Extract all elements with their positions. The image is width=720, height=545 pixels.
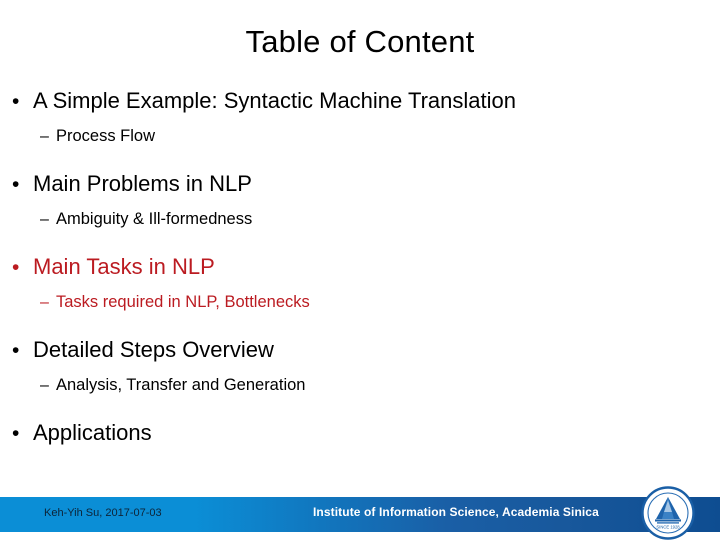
outline-item-level1[interactable]: • Main Problems in NLP [0,169,720,200]
outline-item-level1[interactable]: • Detailed Steps Overview [0,335,720,366]
outline-item-level2[interactable]: – Ambiguity & Ill-formedness [0,207,720,232]
dash-icon: – [40,377,49,394]
logo-caption-text: SINCE 1928 [656,525,680,530]
bullet-icon: • [12,422,20,445]
outline-group: • A Simple Example: Syntactic Machine Tr… [0,86,720,149]
footer-author-date: Keh-Yih Su, 2017-07-03 [44,507,162,519]
dash-icon: – [40,128,49,145]
outline-item-level2[interactable]: – Process Flow [0,124,720,149]
outline-item-level1-label: A Simple Example: Syntactic Machine Tran… [33,88,517,113]
bullet-icon: • [12,256,20,279]
bullet-icon: • [12,90,20,113]
outline-item-level2-label: Ambiguity & Ill-formedness [56,210,253,228]
outline-group-highlighted: • Main Tasks in NLP – Tasks required in … [0,252,720,315]
bullet-icon: • [12,173,20,196]
outline-item-level2-label: Process Flow [56,127,156,145]
footer-institute-label: Institute of Information Science, Academ… [313,505,599,519]
outline-item-level1-label: Main Problems in NLP [33,171,252,196]
dash-icon: – [40,211,49,228]
outline-item-level1[interactable]: • Main Tasks in NLP [0,252,720,283]
outline-list: • A Simple Example: Syntactic Machine Tr… [0,86,720,469]
outline-item-level1[interactable]: • A Simple Example: Syntactic Machine Tr… [0,86,720,117]
page-title: Table of Content [245,24,475,59]
outline-item-level1-label: Main Tasks in NLP [33,254,215,279]
outline-group: • Main Problems in NLP – Ambiguity & Ill… [0,169,720,232]
outline-item-level2-label: Analysis, Transfer and Generation [56,376,306,394]
outline-item-level2-label: Tasks required in NLP, Bottlenecks [56,293,310,311]
outline-item-level2[interactable]: – Analysis, Transfer and Generation [0,373,720,398]
footer-bar [0,497,720,532]
dash-icon: – [40,294,49,311]
outline-group: • Applications [0,418,720,449]
outline-item-level1[interactable]: • Applications [0,418,720,449]
bullet-icon: • [12,339,20,362]
outline-item-level2[interactable]: – Tasks required in NLP, Bottlenecks [0,290,720,315]
outline-item-level1-label: Applications [33,420,152,445]
outline-group: • Detailed Steps Overview – Analysis, Tr… [0,335,720,398]
outline-item-level1-label: Detailed Steps Overview [33,337,274,362]
academia-sinica-logo: SINCE 1928 [641,486,695,540]
